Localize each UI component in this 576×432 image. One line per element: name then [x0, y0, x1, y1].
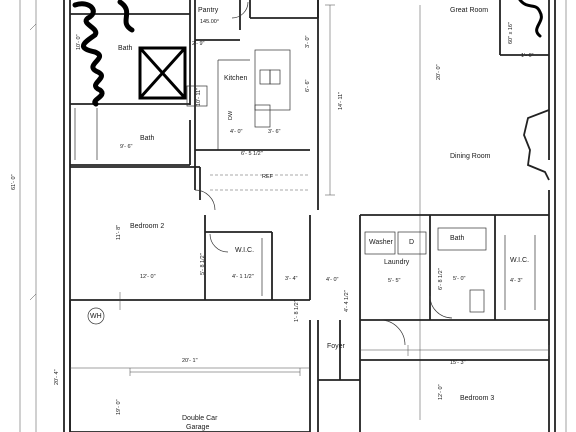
dim-5-5: 5'- 5" — [388, 278, 401, 284]
label-foyer: Foyer — [327, 343, 346, 350]
right-walls — [194, 0, 550, 432]
dim-60x16: 60" x 16" — [508, 22, 514, 44]
label-wic-right: W.I.C. — [510, 257, 529, 264]
label-bath: Bath — [140, 135, 155, 142]
label-dining-room: Dining Room — [450, 153, 491, 160]
dim-11-8: 11'- 8" — [116, 225, 122, 240]
dim-10-11: 10'- 11" — [196, 88, 202, 106]
label-laundry: Laundry — [384, 259, 410, 266]
dim-61-0: 61'- 0" — [11, 174, 17, 190]
label-great-room: Great Room — [450, 7, 488, 14]
dim-145: 145.00° — [200, 19, 219, 25]
label-washer: Washer — [369, 239, 394, 246]
dim-10-0: 10'- 0" — [76, 34, 82, 50]
dim-1-6: 1'- 6" — [521, 53, 534, 59]
dim-4-0-laundry: 4'- 0" — [326, 277, 339, 283]
dim-20-4: 20'- 4" — [54, 369, 60, 385]
dim-20-1: 20'- 1" — [182, 358, 198, 364]
label-bedroom-3: Bedroom 3 — [460, 395, 494, 402]
dim-12-0-br3: 12'- 0" — [438, 384, 444, 400]
dim-2-9: 2'- 9" — [192, 41, 205, 47]
exterior-walls — [19, 0, 567, 432]
dim-14-11: 14'- 11" — [338, 92, 344, 110]
dim-3-0: 3'- 0" — [305, 35, 311, 48]
dim-12-0: 12'- 0" — [140, 274, 156, 280]
label-pantry: Pantry — [198, 7, 219, 14]
dim-6-6: 6'- 6" — [305, 79, 311, 92]
dim-3-4: 3'- 4" — [285, 276, 298, 282]
dim-15-3: 15'- 3" — [450, 360, 466, 366]
label-wh: WH — [90, 313, 102, 320]
dim-4-0-kitchen: 4'- 0" — [230, 129, 243, 135]
label-bedroom-2: Bedroom 2 — [130, 223, 164, 230]
label-bath-top: Bath — [118, 45, 133, 52]
dim-6-5: 6'- 5 1/2" — [241, 151, 263, 157]
interior-walls — [69, 0, 319, 432]
label-wic-left: W.I.C. — [235, 247, 254, 254]
dim-4-3: 4'- 3" — [510, 278, 523, 284]
dim-5-8: 5'- 8 1/2" — [200, 253, 206, 275]
label-double-car: Double Car — [182, 415, 218, 422]
label-dw: DW — [228, 110, 234, 120]
dim-3-6: 3'- 6" — [268, 129, 281, 135]
label-dryer: D — [409, 239, 414, 246]
dim-5-0: 5'- 0" — [453, 276, 466, 282]
water-heater-symbol — [87, 307, 105, 325]
dim-4-4: 4'- 4 1/2" — [344, 290, 350, 312]
label-garage: Garage — [186, 424, 209, 431]
dim-6-8: 6'- 8 1/2" — [438, 268, 444, 290]
dim-4-1: 4'- 1 1/2" — [232, 274, 254, 280]
dim-1-8: 1'- 8 1/2" — [294, 300, 300, 322]
dim-20-0: 20'- 0" — [436, 64, 442, 80]
label-ref: REF — [262, 174, 274, 180]
scribble-markings — [72, 0, 543, 107]
label-bath-right: Bath — [450, 235, 465, 242]
label-kitchen: Kitchen — [224, 75, 247, 82]
dim-9-6: 9'- 6" — [120, 144, 133, 150]
dim-19-0: 19'- 0" — [116, 399, 122, 415]
